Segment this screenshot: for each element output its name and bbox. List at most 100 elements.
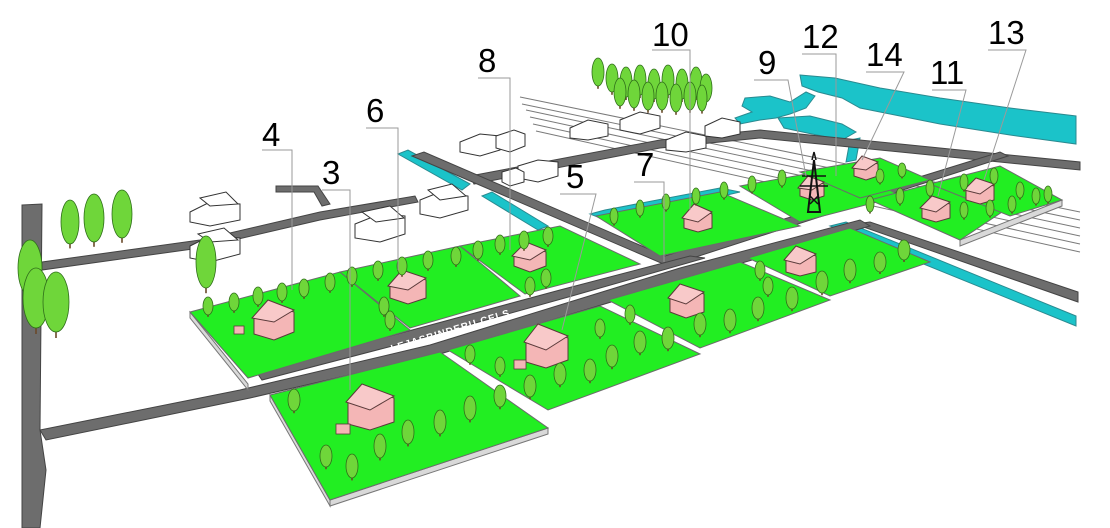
house-plot-far-front bbox=[783, 245, 818, 277]
house-plot-7-front bbox=[667, 283, 706, 319]
tree bbox=[346, 266, 358, 286]
tree bbox=[723, 308, 737, 332]
tree bbox=[925, 179, 935, 197]
tree bbox=[1007, 195, 1017, 213]
tree bbox=[463, 395, 477, 421]
tree bbox=[693, 312, 707, 336]
tree bbox=[372, 260, 384, 280]
river bbox=[799, 74, 1077, 145]
tree bbox=[661, 326, 675, 350]
tree bbox=[591, 57, 605, 87]
tree bbox=[464, 344, 476, 364]
tree bbox=[524, 276, 536, 296]
tree bbox=[655, 81, 669, 111]
tree bbox=[583, 358, 597, 382]
tree bbox=[60, 199, 80, 245]
house-plot-3 bbox=[335, 383, 396, 435]
tree bbox=[627, 79, 641, 109]
plot-number-labels: 4 3 6 8 5 7 10 9 12 14 11 13 bbox=[262, 14, 1025, 195]
tree bbox=[195, 235, 217, 289]
house-plot-5 bbox=[513, 323, 570, 370]
canal-mid bbox=[480, 191, 550, 231]
tree bbox=[494, 234, 506, 254]
trees bbox=[17, 57, 1053, 481]
tree bbox=[493, 384, 507, 408]
tree bbox=[542, 226, 554, 246]
tree bbox=[42, 271, 70, 333]
plot-label-14: 14 bbox=[866, 36, 903, 73]
upper-left-spur bbox=[275, 185, 331, 207]
tree bbox=[985, 199, 995, 217]
plot-label-11: 11 bbox=[930, 54, 964, 91]
tree bbox=[661, 193, 671, 211]
plot-label-7: 7 bbox=[636, 146, 654, 183]
tree bbox=[594, 318, 606, 338]
house-plot-6 bbox=[387, 269, 428, 305]
tree bbox=[865, 195, 875, 213]
tree bbox=[202, 296, 214, 316]
tree bbox=[518, 230, 530, 250]
tree bbox=[228, 292, 240, 312]
tree bbox=[875, 168, 885, 184]
tree bbox=[433, 409, 447, 435]
tree bbox=[345, 453, 359, 479]
river-branch bbox=[734, 91, 816, 125]
tree bbox=[747, 175, 757, 193]
power-pylon bbox=[800, 151, 828, 213]
lejasbinderu-road bbox=[254, 255, 706, 381]
tree bbox=[384, 310, 396, 330]
tree bbox=[319, 444, 333, 468]
plot-label-8: 8 bbox=[478, 42, 496, 79]
plot-label-12: 12 bbox=[802, 18, 839, 55]
plot-label-6: 6 bbox=[366, 92, 384, 129]
house-plot-7 bbox=[681, 203, 714, 233]
tree bbox=[540, 268, 552, 288]
tree bbox=[252, 286, 264, 306]
plot-far-front-ground bbox=[746, 227, 932, 297]
tree bbox=[897, 239, 911, 261]
tree bbox=[324, 272, 336, 292]
tree bbox=[696, 84, 708, 112]
tree bbox=[989, 167, 999, 185]
tree bbox=[785, 286, 799, 310]
plot-label-3: 3 bbox=[322, 154, 340, 191]
tree bbox=[396, 256, 408, 276]
background-buildings bbox=[189, 111, 741, 263]
plot-label-13: 13 bbox=[988, 14, 1025, 51]
tree bbox=[609, 207, 619, 225]
tree bbox=[111, 189, 133, 239]
tree bbox=[873, 251, 887, 273]
tree bbox=[719, 181, 729, 199]
tree bbox=[843, 258, 857, 282]
houses bbox=[233, 155, 996, 435]
tree bbox=[897, 162, 907, 178]
building-cluster-center bbox=[459, 129, 559, 187]
tree bbox=[633, 330, 647, 354]
plot-label-9: 9 bbox=[758, 44, 776, 81]
tree bbox=[450, 246, 462, 266]
tree bbox=[762, 276, 774, 296]
tree bbox=[298, 278, 310, 298]
front-main-road bbox=[39, 219, 872, 441]
house-plot-11 bbox=[919, 195, 952, 223]
tree bbox=[777, 169, 787, 187]
tree bbox=[523, 374, 537, 398]
tree bbox=[605, 344, 619, 368]
tree bbox=[669, 83, 683, 113]
tree bbox=[815, 270, 829, 294]
house-plot-8 bbox=[511, 241, 548, 273]
tree bbox=[373, 433, 387, 459]
roads bbox=[21, 129, 1081, 528]
tree bbox=[613, 77, 627, 107]
plot-4-ground bbox=[189, 271, 412, 379]
tree bbox=[754, 260, 766, 280]
tree bbox=[553, 362, 567, 386]
tree bbox=[422, 250, 434, 270]
tree bbox=[287, 388, 301, 412]
tree bbox=[751, 296, 765, 320]
tree bbox=[1015, 181, 1025, 199]
tree bbox=[691, 187, 701, 205]
tree bbox=[959, 173, 969, 191]
house-plot-13 bbox=[963, 177, 996, 205]
